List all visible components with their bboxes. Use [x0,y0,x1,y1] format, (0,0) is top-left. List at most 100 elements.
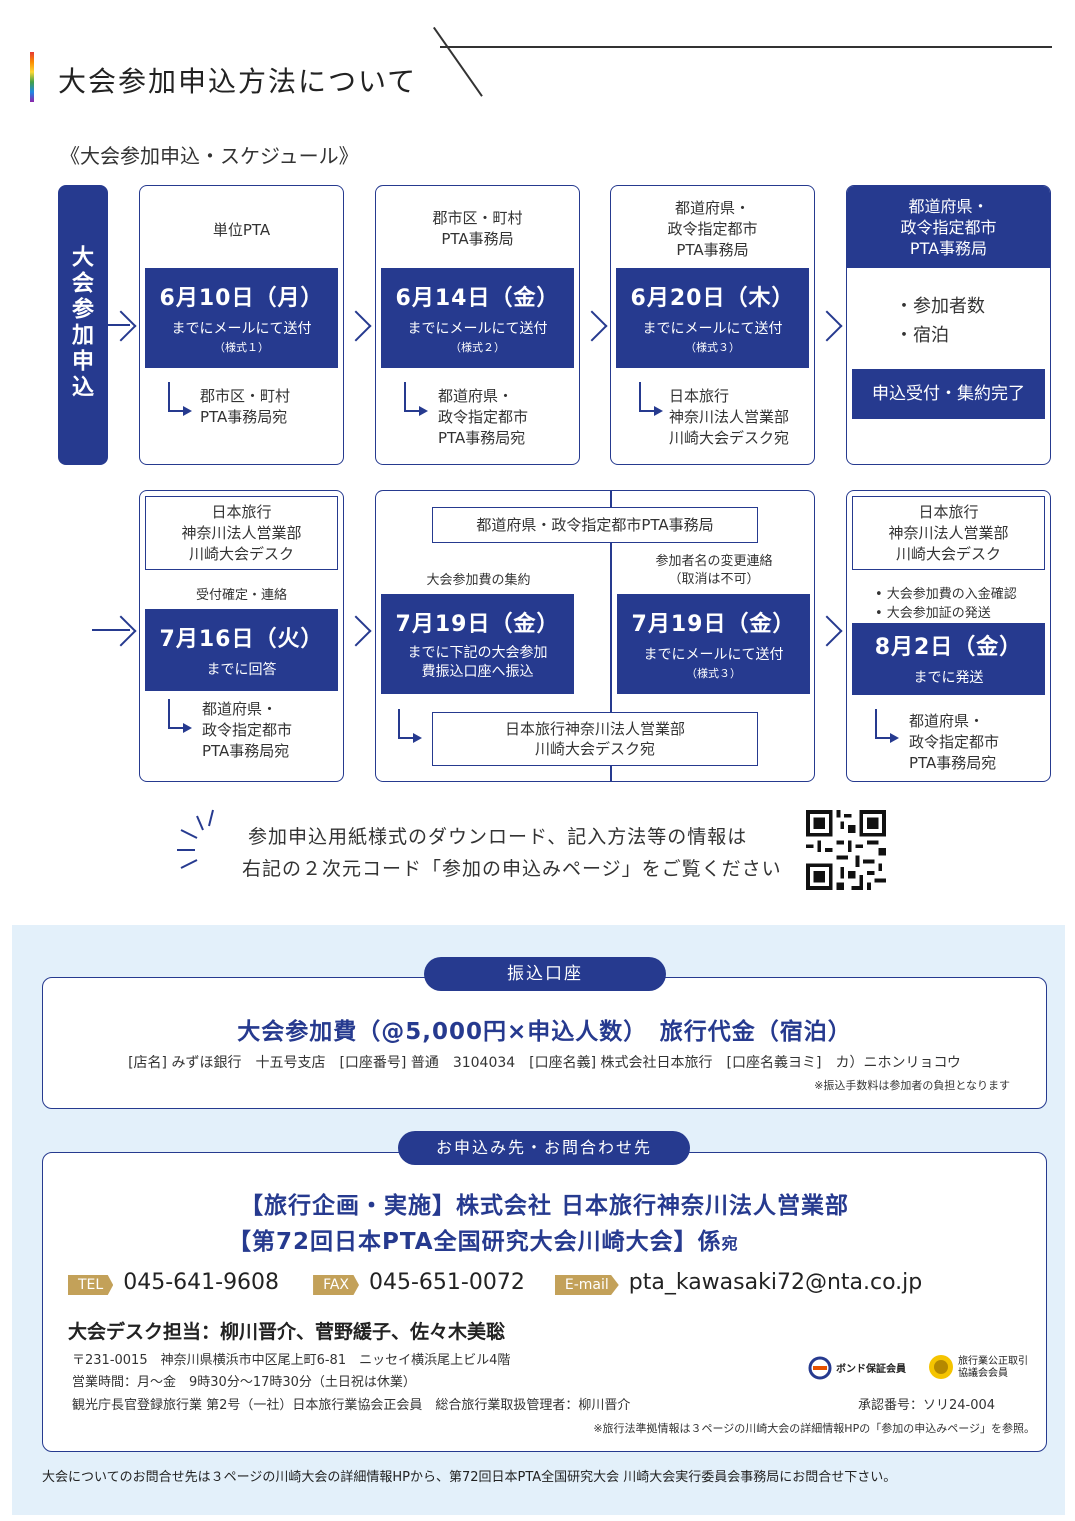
qr-code[interactable] [805,810,887,890]
chevron-right-icon [340,615,372,647]
side-label: 大会参加申込 [58,185,108,465]
schedule-box-desk-issue: 日本旅行 神奈川法人営業部 川崎大会デスク • 大会参加費の入金確認 • 大会参… [846,490,1051,782]
destination-line: 都道府県・ [438,387,514,405]
destination: 都道府県・ 政令指定都市 PTA事務局宛 [909,711,999,774]
header-color-bar [30,52,34,102]
side-label-text: 大会参加申込 [68,245,93,401]
form-number: （様式３） [685,341,740,354]
contact-line2: 【第72回日本PTA全国研究大会川崎大会】係宛 [228,1222,739,1256]
bank-pill: 振込口座 [424,957,666,991]
download-note-line2: 右記の２次元コード「参加の申込みページ」をご覧ください [242,858,782,880]
deadline-date: 6月10日（月） [159,286,324,311]
form-number: （様式２） [450,341,505,354]
deadline-block: 7月19日（金） までに下記の大会参加 費振込口座へ振込 [381,594,574,694]
deadline-action: までにメールにて送付 [643,647,784,663]
destination-line: 都道府県・ [909,712,985,730]
bank-headline: 大会参加費（@5,000円×申込人数） 旅行代金（宿泊） [237,1019,852,1045]
bank-note: ※振込手数料は参加者の負担となります [814,1079,1010,1092]
chevron-right-icon [105,310,137,342]
fair-trade-logo: 旅行業公正取引 協議会会員 [928,1354,1028,1382]
destination-line: PTA事務局宛 [200,408,288,426]
form-number: （様式３） [686,667,741,680]
destination-line: 政令指定都市 [438,408,529,426]
page-title: 大会参加申込方法について [58,65,418,98]
email-address[interactable]: pta_kawasaki72@nta.co.jp [628,1270,923,1295]
fax-number: 045-651-0072 [369,1270,525,1295]
final-box-title: 都道府県・ 政令指定都市 PTA事務局 [900,197,997,258]
destination-line: PTA事務局宛 [202,742,290,760]
deadline-block: 6月10日（月） までにメールにて送付 （様式１） [145,268,338,368]
issue-item: • 大会参加証の発送 [875,606,991,621]
form-number: （様式１） [214,341,269,354]
return-arrow-icon [168,699,192,733]
return-arrow-icon [404,382,428,416]
schedule-box-unit-pta: 単位PTA 6月10日（月） までにメールにて送付 （様式１） 郡市区・町村 P… [139,185,344,465]
final-item: ・参加者数 [895,296,985,317]
registration-line: 観光庁長官登録旅行業 第2号（一社）日本旅行業協会正会員 総合旅行業取扱管理者：… [72,1398,631,1413]
box-title: 日本旅行 神奈川法人営業部 川崎大会デスク [145,496,338,570]
box-label: 参加者名の変更連絡 （取消は不可） [655,554,773,587]
footer-note: 大会についてのお問合せ先は３ページの川崎大会の詳細情報HPから、第72回日本PT… [42,1470,897,1485]
header-rule [440,46,1052,48]
final-box-header: 都道府県・ 政令指定都市 PTA事務局 [847,186,1050,268]
deadline-block: 7月16日（火） までに回答 [145,609,338,691]
deadline-date: 6月14日（金） [395,286,560,311]
box-label: 単位PTA [212,221,271,239]
deadline-date: 8月2日（金） [874,635,1023,660]
email-tag: E-mail [554,1275,619,1295]
tel-tag: TEL [68,1275,114,1295]
bank-box [42,977,1047,1109]
approval-number: 承認番号：ソリ24-004 [858,1398,996,1413]
deadline-block: 7月19日（金） までにメールにて送付 （様式３） [617,594,810,694]
contact-line1: 【旅行企画・実施】株式会社 日本旅行神奈川法人営業部 [239,1193,849,1219]
schedule-box-final: 都道府県・ 政令指定都市 PTA事務局 ・参加者数 ・宿泊 申込受付・集約完了 [846,185,1051,465]
destination-line: 神奈川法人営業部 [669,408,790,426]
deadline-action: までに下記の大会参加 費振込口座へ振込 [407,645,548,680]
deadline-action: までにメールにて送付 [407,321,548,337]
destination-line: 川崎大会デスク宛 [669,429,790,447]
destination-line: 日本旅行 [669,387,730,405]
contact-pill: お申込み先・お問合わせ先 [398,1131,690,1165]
bank-details: [店名] みずほ銀行 十五号支店 [口座番号] 普通 3104034 [口座名義… [128,1055,961,1071]
chevron-right-icon [811,310,843,342]
arrow-line [92,629,130,631]
prefecture-banner: 都道府県・政令指定都市PTA事務局 [432,507,758,543]
destination: 郡市区・町村 PTA事務局宛 [200,386,290,428]
tel-number[interactable]: 045-641-9608 [123,1270,280,1295]
destination: 都道府県・ 政令指定都市 PTA事務局宛 [202,699,292,762]
contact-box [42,1152,1047,1452]
return-arrow-icon [168,382,192,416]
deadline-action: までに発送 [913,670,984,686]
bond-logo: ボンド保証会員 [808,1356,916,1380]
deadline-action: までにメールにて送付 [171,321,312,337]
chevron-right-icon [340,310,372,342]
return-arrow-icon [875,709,899,743]
chevron-right-icon [811,615,843,647]
desk-banner: 日本旅行神奈川法人営業部 川崎大会デスク宛 [432,712,758,766]
bond-logo-text: ボンド保証会員 [836,1364,906,1375]
deadline-action: までに回答 [206,662,277,678]
deadline-action: までにメールにて送付 [642,321,783,337]
deadline-block: 6月14日（金） までにメールにて送付 （様式２） [381,268,574,368]
hours-line: 営業時間：月～金 9時30分～17時30分（土日祝は休業） [72,1375,416,1390]
deadline-date: 6月20日（木） [630,286,795,311]
arrow-line [108,324,130,326]
staff-line: 大会デスク担当：柳川晋介、菅野緩子、佐々木美聡 [68,1321,506,1343]
destination-line: 政令指定都市 [909,733,1000,751]
deadline-date: 7月19日（金） [395,612,560,637]
box-label: 都道府県・ 政令指定都市 PTA事務局 [667,199,758,259]
destination-line: PTA事務局宛 [438,429,526,447]
box-title: 日本旅行 神奈川法人営業部 川崎大会デスク [852,496,1045,570]
issue-item: • 大会参加費の入金確認 [875,587,1017,602]
address-line: 〒231-0015 神奈川県横浜市中区尾上町6-81 ニッセイ横浜尾上ビル4階 [72,1353,511,1368]
destination-line: 都道府県・ [202,700,278,718]
destination: 都道府県・ 政令指定都市 PTA事務局宛 [438,386,528,449]
legal-note: ※旅行法準拠情報は３ページの川崎大会の詳細情報HPの「参加の申込みページ」を参照… [593,1422,1035,1435]
return-arrow-icon [398,709,422,743]
destination-line: 郡市区・町村 [200,387,291,405]
fair-trade-logo-text: 旅行業公正取引 協議会会員 [958,1356,1028,1379]
box-label: 大会参加費の集約 [426,573,531,588]
chevron-right-icon [576,310,608,342]
header-slash [433,27,483,97]
